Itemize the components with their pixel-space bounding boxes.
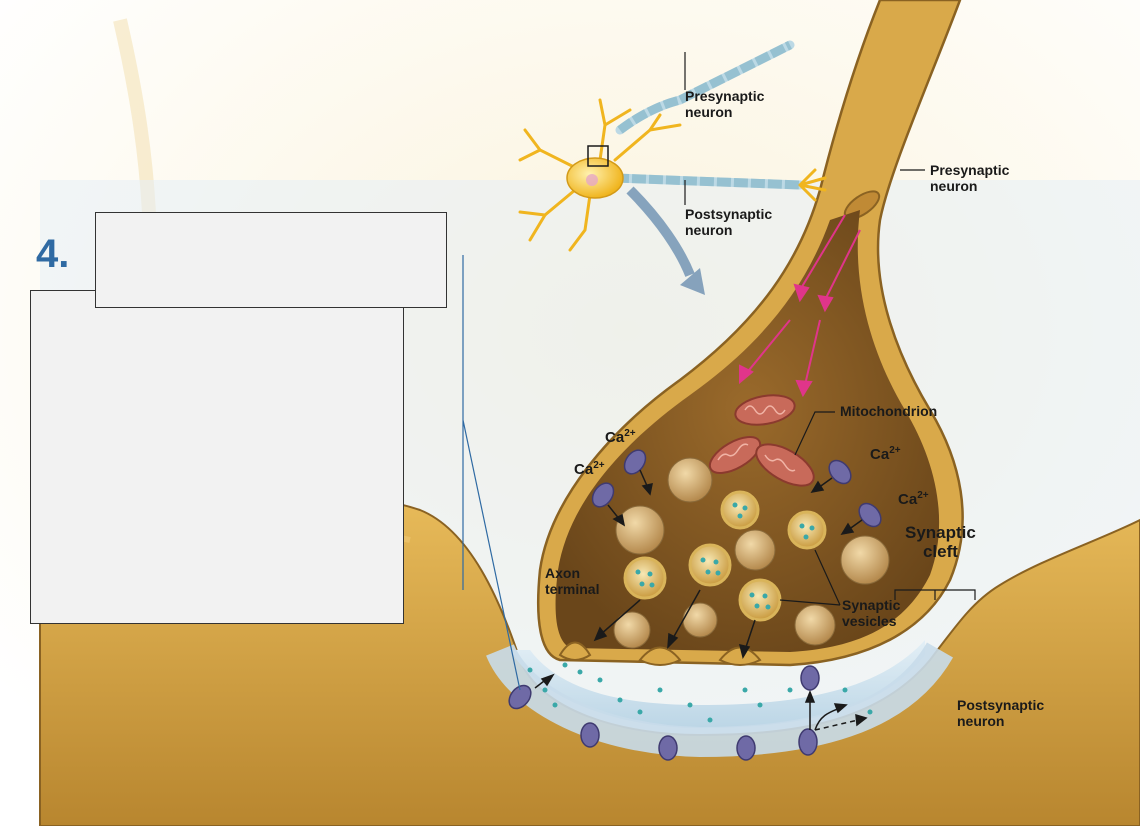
label-mitochondrion: Mitochondrion [840, 403, 938, 419]
synaptic-vesicles-empty [613, 457, 890, 649]
release-sites [558, 641, 762, 666]
label-postsynaptic-neuron-top: Postsynaptic neuron [685, 206, 773, 238]
calcium-channels [591, 449, 882, 528]
label-synaptic-cleft: Synaptic cleft [905, 523, 976, 561]
step-number: 4. [36, 232, 70, 276]
action-potential-arrows [739, 214, 861, 398]
label-presynaptic-neuron-top: Presynaptic neuron [685, 88, 765, 120]
label-axon-terminal: Axon terminal [545, 565, 600, 597]
synaptic-cleft-area [510, 640, 925, 728]
answer-box-large[interactable] [30, 290, 404, 624]
label-presynaptic-neuron-right: Presynaptic neuron [930, 162, 1010, 194]
exocytosis-arrows [593, 589, 756, 659]
label-postsynaptic-neuron-bottom: Postsynaptic neuron [957, 697, 1045, 729]
receptor-arrows [534, 673, 868, 731]
zoom-box [587, 145, 609, 167]
calcium-label-2: Ca2+ [574, 460, 605, 478]
callout-line [462, 255, 521, 691]
calcium-label-4: Ca2+ [898, 490, 929, 508]
neuron-overview [518, 40, 827, 295]
neurotransmitter-dots [635, 502, 815, 610]
label-synaptic-vesicles: Synaptic vesicles [842, 597, 901, 629]
calcium-label-1: Ca2+ [605, 428, 636, 446]
synaptic-vesicles-filled [623, 490, 827, 622]
answer-box-title[interactable] [95, 212, 447, 308]
calcium-arrows [607, 469, 863, 536]
label-leaders [684, 52, 976, 606]
cleft-neurotransmitter [527, 662, 873, 723]
postsynaptic-receptors [508, 665, 820, 761]
calcium-label-3: Ca2+ [870, 445, 901, 463]
